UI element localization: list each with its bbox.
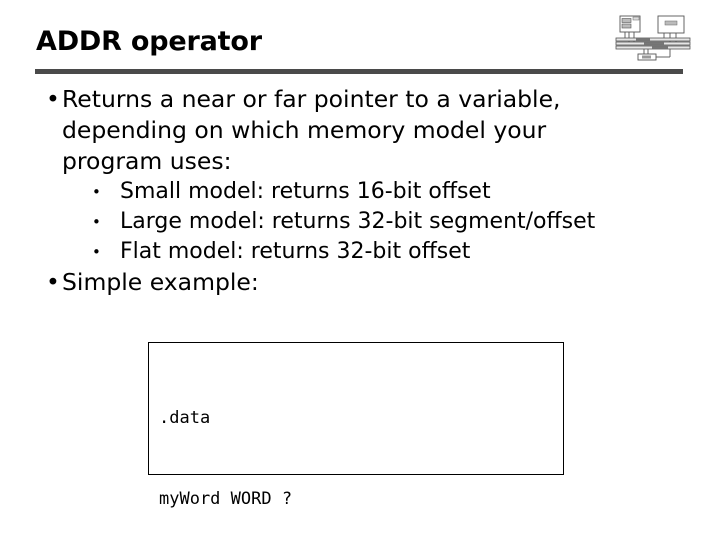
code-sample-text: .data myWord WORD ? .code INVOKE mySub,A… <box>159 351 405 540</box>
bullet-marker-icon: • <box>46 85 60 113</box>
slide-body: • Returns a near or far pointer to a var… <box>0 84 720 298</box>
bullet-line: program uses: <box>62 147 232 175</box>
code-sample-box: .data myWord WORD ? .code INVOKE mySub,A… <box>148 342 564 509</box>
code-line: .data <box>159 408 211 428</box>
sub-bullet-line: Large model: returns 32-bit segment/offs… <box>120 209 596 234</box>
code-line: myWord WORD ? <box>159 489 293 509</box>
computer-architecture-bus-diagram-icon <box>614 13 692 63</box>
bullet-line: Simple example: <box>62 268 259 296</box>
bullet-item-simple-example: • Simple example: <box>0 267 720 298</box>
sub-bullet-line: Flat model: returns 32-bit offset <box>120 239 471 264</box>
bullet-line: depending on which memory model your <box>62 116 547 144</box>
sub-bullet-line: Small model: returns 16-bit offset <box>120 179 491 204</box>
bullet-marker-icon: • <box>92 243 101 261</box>
sub-bullet-item-large-model: • Large model: returns 32-bit segment/of… <box>0 207 720 237</box>
bullet-item: • Returns a near or far pointer to a var… <box>0 84 720 177</box>
page-title: ADDR operator <box>36 26 262 57</box>
bullet-marker-icon: • <box>92 213 101 231</box>
title-divider <box>35 69 683 74</box>
sub-bullet-item-flat-model: • Flat model: returns 32-bit offset <box>0 237 720 267</box>
sub-bullet-item-small-model: • Small model: returns 16-bit offset <box>0 177 720 207</box>
bullet-marker-icon: • <box>46 268 60 296</box>
bullet-line: Returns a near or far pointer to a varia… <box>62 85 561 113</box>
bullet-marker-icon: • <box>92 183 101 201</box>
